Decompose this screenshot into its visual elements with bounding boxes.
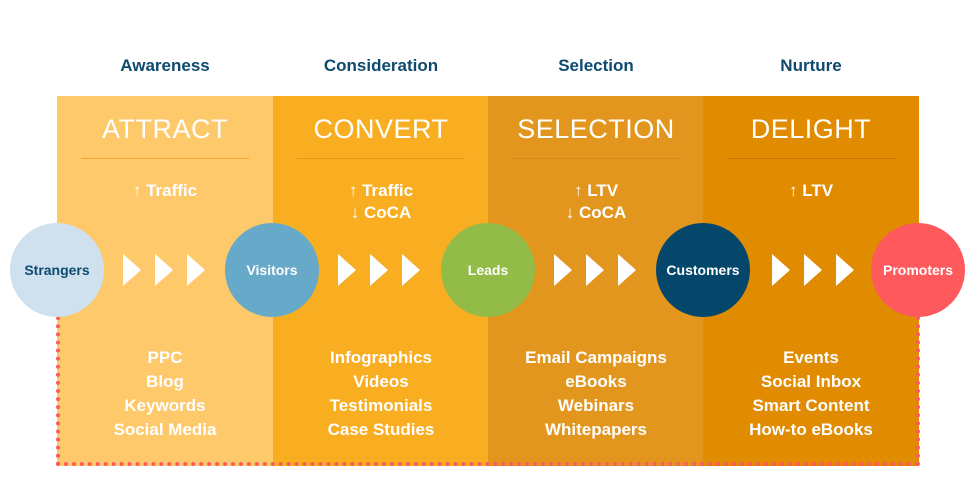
metric-label: CoCA	[364, 203, 412, 222]
metrics: ↑ LTV ↓ CoCA	[488, 180, 704, 224]
chevron-right-icon	[402, 254, 420, 286]
metric-label: LTV	[802, 181, 834, 200]
node-leads: Leads	[441, 223, 535, 317]
metric-label: LTV	[587, 181, 619, 200]
flow-arrows	[338, 254, 420, 286]
flow-arrows	[554, 254, 636, 286]
node-customers: Customers	[656, 223, 750, 317]
tactic-item: Blog	[146, 372, 184, 391]
metrics: ↑ Traffic ↓ CoCA	[273, 180, 489, 224]
arrow-up-icon: ↑	[132, 181, 142, 200]
metric-item: ↓ CoCA	[488, 202, 704, 224]
node-promoters: Promoters	[871, 223, 965, 317]
chevron-right-icon	[772, 254, 790, 286]
divider	[512, 158, 680, 159]
tactic-item: How-to eBooks	[749, 420, 873, 439]
tactic-item: Events	[783, 348, 839, 367]
tactics-list: Email Campaigns eBooks Webinars Whitepap…	[488, 346, 704, 442]
column-title: DELIGHT	[750, 114, 872, 144]
tactic-item: Videos	[353, 372, 409, 391]
divider	[81, 158, 249, 159]
tactic-item: Social Media	[113, 420, 217, 439]
chevron-right-icon	[804, 254, 822, 286]
tactic-item: Email Campaigns	[525, 348, 667, 367]
tactic-item: eBooks	[565, 372, 627, 391]
tactic-item: Keywords	[124, 396, 206, 415]
tactics-list: PPC Blog Keywords Social Media	[57, 346, 273, 442]
tactic-item: Smart Content	[752, 396, 870, 415]
metric-label: Traffic	[362, 181, 414, 200]
arrow-down-icon: ↓	[565, 203, 575, 222]
arrow-up-icon: ↑	[788, 181, 798, 200]
arrow-up-icon: ↑	[573, 181, 583, 200]
flow-arrows	[123, 254, 205, 286]
chevron-right-icon	[370, 254, 388, 286]
metric-item: ↑ Traffic	[273, 180, 489, 202]
tactic-item: Whitepapers	[544, 420, 648, 439]
divider	[727, 158, 895, 159]
node-label: Promoters	[882, 262, 954, 278]
node-visitors: Visitors	[225, 223, 319, 317]
stage-label-nurture: Nurture	[780, 56, 842, 75]
metric-label: Traffic	[146, 181, 198, 200]
metric-item: ↑ LTV	[488, 180, 704, 202]
tactic-item: PPC	[147, 348, 183, 367]
arrow-up-icon: ↑	[348, 181, 358, 200]
metrics: ↑ Traffic	[57, 180, 273, 202]
divider	[297, 158, 465, 159]
stage-label-selection: Selection	[558, 56, 634, 75]
chevron-right-icon	[155, 254, 173, 286]
column-title: SELECTION	[517, 114, 675, 144]
chevron-right-icon	[123, 254, 141, 286]
node-strangers: Strangers	[10, 223, 104, 317]
node-label: Visitors	[246, 262, 298, 278]
arrow-down-icon: ↓	[350, 203, 360, 222]
tactic-item: Infographics	[329, 348, 432, 367]
flow-arrows	[772, 254, 854, 286]
chevron-right-icon	[618, 254, 636, 286]
tactic-item: Case Studies	[327, 420, 435, 439]
node-label: Leads	[467, 262, 509, 278]
metric-item: ↑ Traffic	[57, 180, 273, 202]
metric-item: ↓ CoCA	[273, 202, 489, 224]
chevron-right-icon	[586, 254, 604, 286]
stage-label-awareness: Awareness	[120, 56, 210, 75]
tactic-item: Social Inbox	[760, 372, 862, 391]
node-label: Customers	[666, 262, 740, 278]
metrics: ↑ LTV	[703, 180, 919, 202]
chevron-right-icon	[187, 254, 205, 286]
chevron-right-icon	[338, 254, 356, 286]
tactics-list: Infographics Videos Testimonials Case St…	[273, 346, 489, 442]
metric-item: ↑ LTV	[703, 180, 919, 202]
metric-label: CoCA	[579, 203, 627, 222]
column-title: CONVERT	[313, 114, 449, 144]
chevron-right-icon	[836, 254, 854, 286]
tactic-item: Webinars	[557, 396, 635, 415]
column-title: ATTRACT	[102, 114, 228, 144]
tactic-item: Testimonials	[329, 396, 433, 415]
tactics-list: Events Social Inbox Smart Content How-to…	[703, 346, 919, 442]
node-label: Strangers	[24, 262, 90, 278]
chevron-right-icon	[554, 254, 572, 286]
stage-label-consideration: Consideration	[323, 56, 439, 75]
